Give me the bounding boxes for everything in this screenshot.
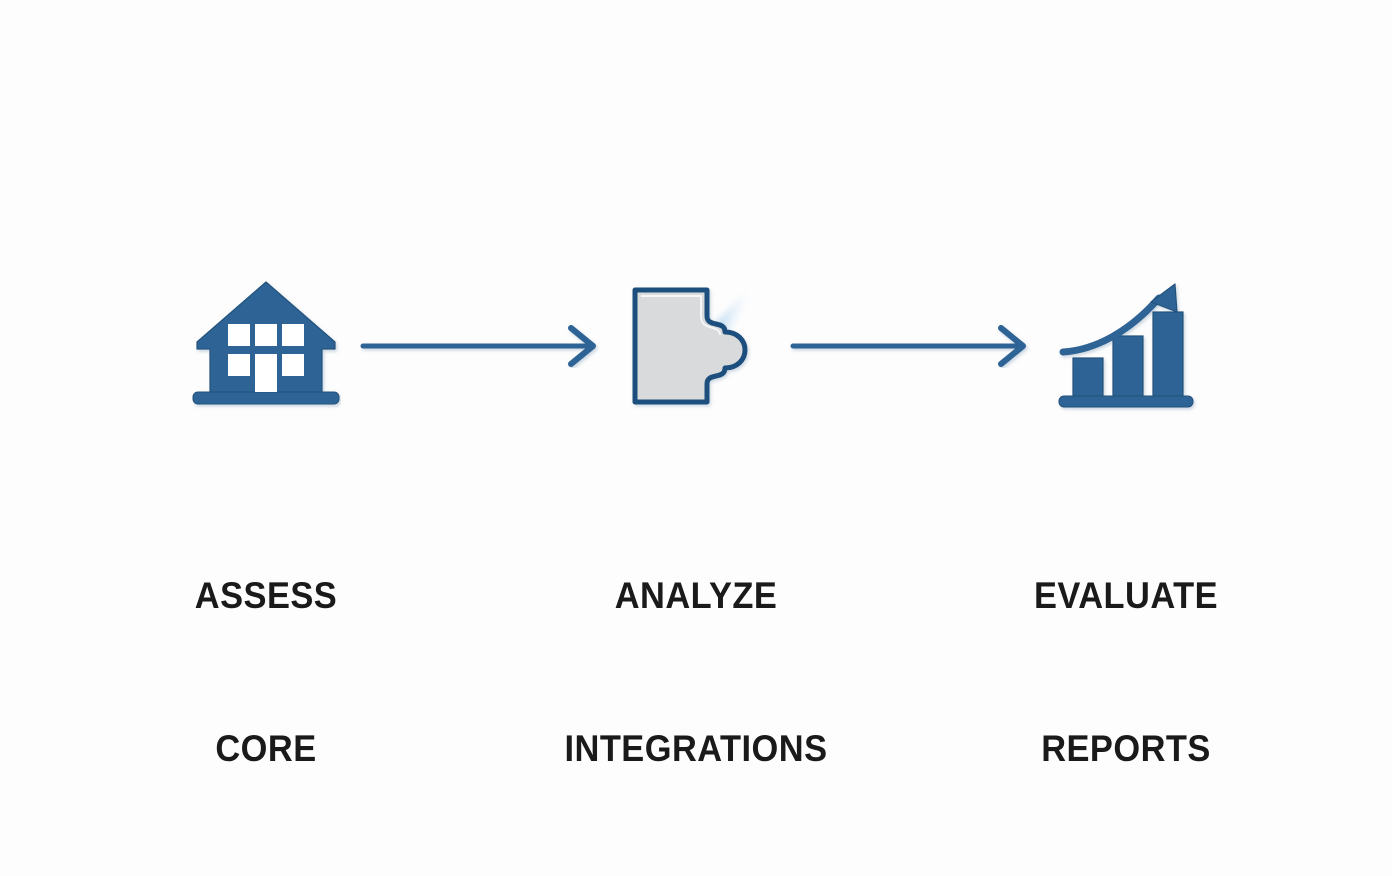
step-3-label-line-2: REPORTS — [1041, 728, 1211, 770]
chart-bar-2 — [1112, 335, 1144, 397]
house-icon — [192, 281, 340, 405]
puzzle-piece-icon — [632, 284, 752, 405]
step-1-icon[interactable] — [176, 262, 356, 430]
process-flow-diagram: ASSESS CORE ANALYZE INTEGRATIONS EVALUAT… — [0, 262, 1392, 769]
step-3-label-line-1: EVALUATE — [1033, 575, 1219, 617]
connector-1 — [356, 316, 606, 376]
step-1-label: ASSESS CORE — [66, 468, 466, 876]
step-2-label-line-1: ANALYZE — [614, 575, 778, 617]
step-3-icon[interactable] — [1036, 262, 1216, 430]
arrow-right-icon — [790, 325, 1026, 367]
puzzle-body — [632, 287, 748, 405]
step-1-label-line-2: CORE — [215, 728, 317, 770]
growth-bar-chart-icon — [1058, 283, 1194, 408]
step-2-label-line-2: INTEGRATIONS — [564, 728, 828, 770]
arrow-right-icon — [360, 325, 596, 367]
label-row: ASSESS CORE ANALYZE INTEGRATIONS EVALUAT… — [0, 468, 1392, 769]
connector-2 — [786, 316, 1036, 376]
arrow-head — [1150, 283, 1178, 313]
step-2-icon[interactable] — [606, 262, 786, 430]
step-2-label: ANALYZE INTEGRATIONS — [496, 468, 896, 876]
chart-bar-3 — [1152, 311, 1184, 397]
chart-bar-1 — [1072, 357, 1104, 397]
step-1-label-line-1: ASSESS — [194, 575, 338, 617]
step-3-label: EVALUATE REPORTS — [926, 468, 1326, 876]
icon-row — [0, 262, 1392, 430]
